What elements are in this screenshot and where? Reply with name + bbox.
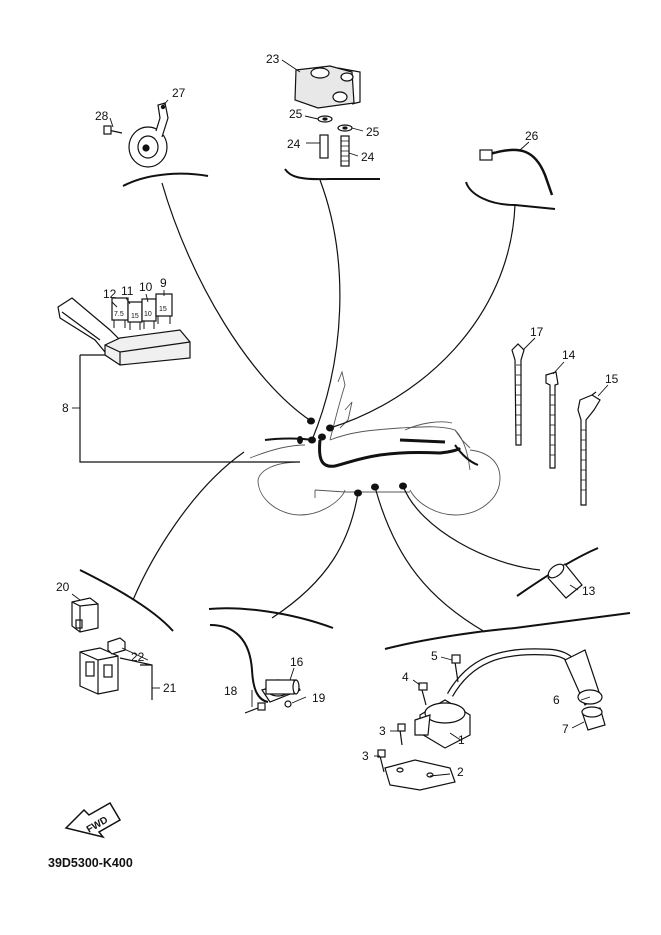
sensor-assembly bbox=[209, 624, 301, 714]
wire-lead-26 bbox=[479, 146, 554, 196]
group-brackets bbox=[79, 168, 631, 650]
fuse-rating-11: 15 bbox=[131, 313, 139, 320]
main-wire-harness bbox=[318, 439, 462, 468]
part-number-10: 10 bbox=[139, 280, 153, 294]
leader-lines bbox=[79, 179, 541, 633]
tube-13 bbox=[547, 563, 583, 599]
fuse-box-assembly bbox=[57, 293, 191, 366]
part-number-23: 23 bbox=[266, 52, 280, 66]
part-number-labels: 1 2 3 3 4 5 6 7 8 9 10 11 12 13 14 15 16… bbox=[56, 52, 619, 779]
part-number-3: 3 bbox=[379, 724, 386, 738]
part-number-5: 5 bbox=[431, 649, 438, 663]
part-number-12: 12 bbox=[103, 287, 117, 301]
fwd-arrow-icon bbox=[64, 801, 122, 839]
fuse-rating-10: 10 bbox=[144, 311, 152, 318]
part-number-8: 8 bbox=[62, 401, 69, 415]
part-number-24: 24 bbox=[361, 150, 375, 164]
part-number-6: 6 bbox=[553, 693, 560, 707]
callout-ticks bbox=[71, 59, 609, 777]
part-number-11: 11 bbox=[121, 284, 134, 298]
part-number-25: 25 bbox=[366, 125, 380, 139]
harness-connection-points bbox=[297, 417, 407, 497]
fuse-rating-12: 7.5 bbox=[114, 311, 124, 318]
part-number-13: 13 bbox=[582, 584, 596, 598]
diagram-code: 39D5300-K400 bbox=[48, 856, 133, 870]
part-number-25: 25 bbox=[289, 107, 303, 121]
relay-unit-assembly bbox=[294, 65, 361, 167]
part-number-2: 2 bbox=[457, 765, 464, 779]
part-number-26: 26 bbox=[525, 129, 539, 143]
part-number-28: 28 bbox=[95, 109, 109, 123]
part-number-17: 17 bbox=[530, 325, 544, 339]
fuse-rating-9: 15 bbox=[159, 306, 167, 313]
cable-ties bbox=[511, 343, 601, 506]
part-number-19: 19 bbox=[312, 691, 326, 705]
part-number-4: 4 bbox=[402, 670, 409, 684]
relay-group bbox=[71, 597, 153, 700]
part-number-16: 16 bbox=[290, 655, 304, 669]
part-number-15: 15 bbox=[605, 372, 619, 386]
part-number-3: 3 bbox=[362, 749, 369, 763]
part-number-18: 18 bbox=[224, 684, 238, 698]
part-number-1: 1 bbox=[458, 733, 465, 747]
scooter-silhouette bbox=[249, 370, 501, 516]
part-number-9: 9 bbox=[160, 276, 167, 290]
part-number-27: 27 bbox=[172, 86, 186, 100]
ignition-coil-assembly bbox=[377, 648, 606, 791]
part-number-24: 24 bbox=[287, 137, 301, 151]
part-number-22: 22 bbox=[131, 650, 145, 664]
part-number-21: 21 bbox=[163, 681, 177, 695]
part-number-20: 20 bbox=[56, 580, 70, 594]
part-number-14: 14 bbox=[562, 348, 576, 362]
horn-assembly bbox=[103, 102, 169, 168]
part-number-7: 7 bbox=[562, 722, 569, 736]
